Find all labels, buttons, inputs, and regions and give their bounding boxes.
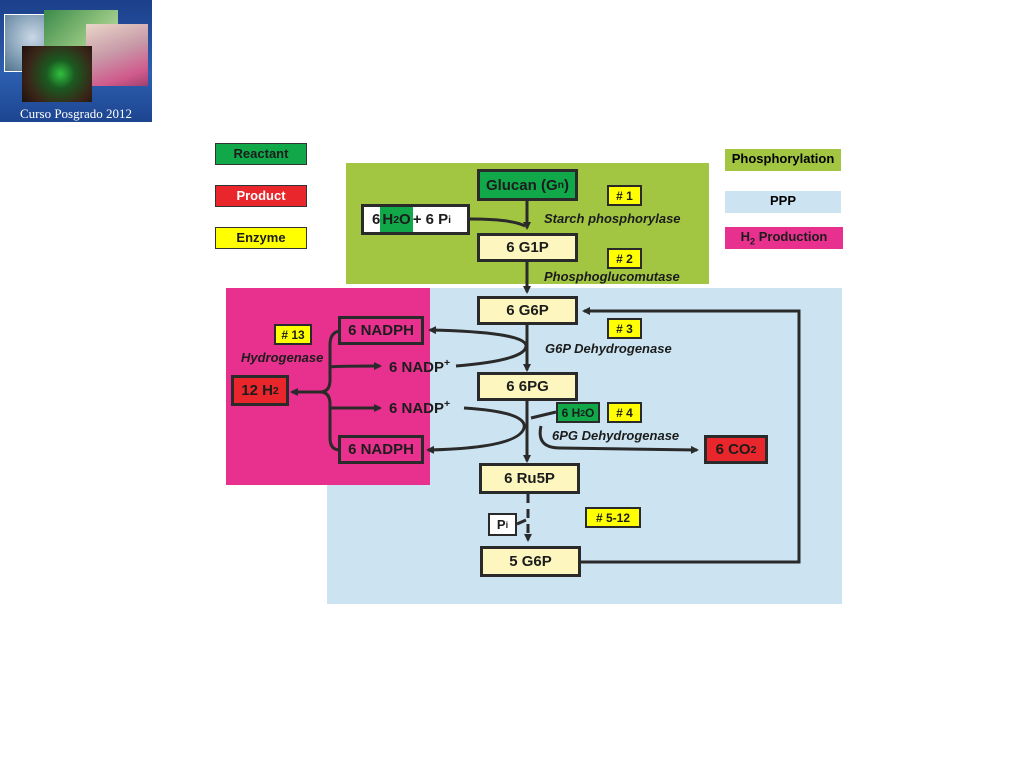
water-plus-pi: + 6 P [412,211,449,228]
enzyme-tag-3: # 3 [607,318,642,339]
nadph-bottom-node: 6 NADPH [338,435,424,464]
nadp-top-text: 6 NADP+ [389,357,450,376]
nadp-bottom-sup: + [444,398,451,410]
enzyme-tag-2-label: # 2 [616,251,633,266]
arrow-water-phosphate [469,217,526,228]
co2-label: 6 CO [715,441,751,458]
arrow-recycle-loop [581,307,801,564]
logo-photo-lab [86,24,148,86]
legend-product: Product [215,185,307,207]
arrow-nadp-to-nadph-bottom [426,406,526,454]
legend-h2-sub: 2 [750,236,756,247]
enzyme-tag-5-12: # 5-12 [585,507,641,528]
legend-reactant-label: Reactant [233,146,289,161]
h2o-small-tail: O [585,405,595,420]
nadp-top-label: 6 NADP [389,359,445,376]
enzyme-tag-5-12-label: # 5-12 [595,510,631,525]
glucan-close: ) [564,176,570,194]
h2-label: 12 H [241,382,273,399]
enzyme-name-13: Hydrogenase [241,350,324,365]
6pg-node: 6 6PG [477,372,578,401]
h2o-small-sub: 2 [580,407,585,418]
water-o: O [399,211,411,228]
arrow-water-into-6pg [530,410,557,420]
legend-ppp-label: PPP [769,193,796,208]
water-h-sub: 2 [393,213,400,226]
h2-sub: 2 [272,384,279,397]
legend-enzyme-label: Enzyme [236,230,286,245]
course-logo: Curso Posgrado 2012 [0,0,152,122]
pi-sub: i [505,519,509,530]
6pg-label: 6 6PG [506,378,549,395]
nadph-top-node: 6 NADPH [338,316,424,345]
water-six: 6 [372,211,381,228]
legend-phosphorylation-label: Phosphorylation [731,151,835,166]
enzyme-tag-4-label: # 4 [616,405,633,420]
enzyme-tag-13-label: # 13 [281,327,305,342]
arrow-nadp-to-nadph-top [428,326,528,368]
ru5p-node: 6 Ru5P [479,463,580,494]
logo-caption: Curso Posgrado 2012 [20,106,132,121]
water-pi-sub: i [448,213,452,226]
legend-h2-h: H [740,229,751,244]
enzyme-tag-1: # 1 [607,185,642,206]
legend-product-label: Product [236,188,286,203]
legend-ppp: PPP [725,191,841,213]
enzyme-name-4: 6PG Dehydrogenase [552,428,680,443]
5g6p-label: 5 G6P [509,553,552,570]
legend-phosphorylation: Phosphorylation [725,149,841,171]
arrow-to-co2 [538,425,699,454]
legend-enzyme: Enzyme [215,227,307,249]
g1p-node: 6 G1P [477,233,578,262]
enzyme-name-2: Phosphoglucomutase [544,269,680,284]
hydrogenase-bracket-bottom [319,390,341,452]
legend-h2-suffix: Production [755,229,828,244]
5g6p-node: 5 G6P [480,546,581,577]
legend-reactant: Reactant [215,143,307,165]
enzyme-tag-4: # 4 [607,402,642,423]
enzyme-tag-1-label: # 1 [616,188,633,203]
enzyme-tag-3-label: # 3 [616,321,633,336]
legend-h2-production: H2 Production [725,227,843,249]
glucan-text: Glucan (G [485,176,558,194]
arrow-pi-release [516,518,527,526]
ru5p-label: 6 Ru5P [504,470,555,487]
pi-label: P [496,517,506,532]
h2o-small-label: 6 H [561,405,581,420]
nadp-bottom-label: 6 NADP [389,400,445,417]
logo-photo-structure [22,46,92,102]
nadph-bottom-label: 6 NADPH [348,441,414,458]
enzyme-name-1: Starch phosphorylase [544,211,681,226]
nadp-top-sup: + [444,357,451,369]
glucan-sub: n [557,179,565,191]
enzyme-name-3: G6P Dehydrogenase [545,341,672,356]
g6p-node: 6 G6P [477,296,578,325]
water-h: H [382,211,394,228]
hydrogenase-nadp-top [329,362,382,371]
g1p-label: 6 G1P [506,239,549,256]
nadp-bottom-text: 6 NADP+ [389,398,450,417]
co2-sub: 2 [750,443,757,456]
g6p-label: 6 G6P [506,302,549,319]
nadph-top-label: 6 NADPH [348,322,414,339]
enzyme-tag-13: # 13 [274,324,312,345]
enzyme-tag-2: # 2 [607,248,642,269]
